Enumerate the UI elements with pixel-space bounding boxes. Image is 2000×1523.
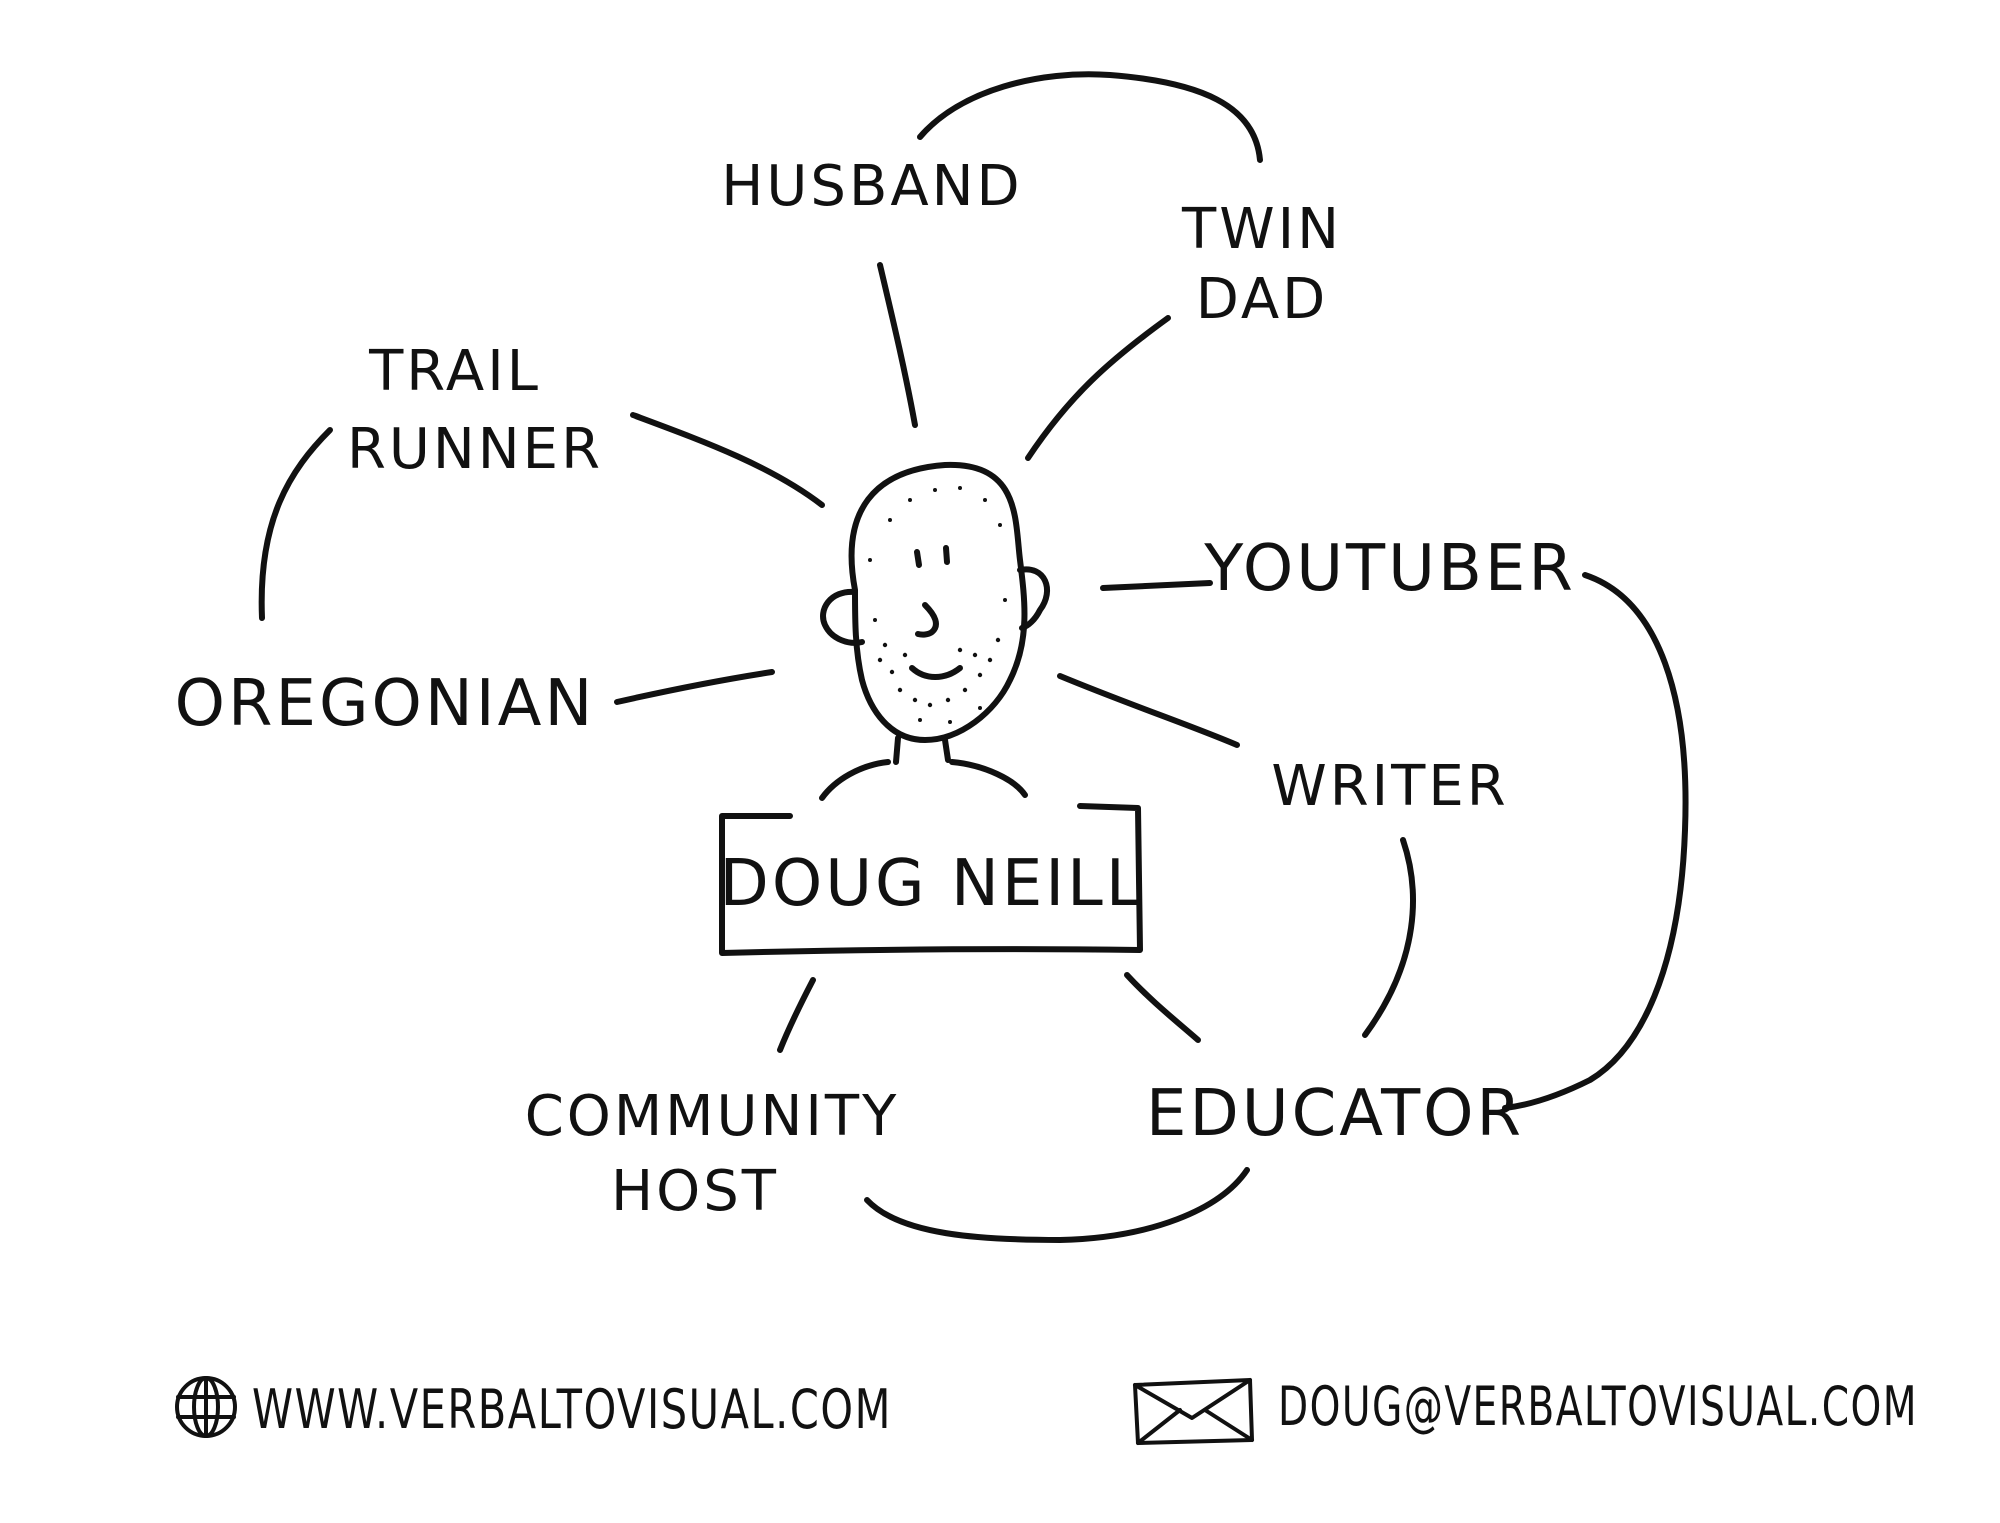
footer: WWW.VERBALTOVISUAL.COM DOUG@VERBALTOVISU… <box>175 1375 1918 1445</box>
arc-trail-runner-oregonian <box>258 427 333 621</box>
arc-youtuber-educator <box>1502 572 1689 1111</box>
email-link[interactable]: DOUG@VERBALTOVISUAL.COM <box>1278 1375 1918 1438</box>
right-eye <box>943 545 950 565</box>
label-twin-dad-line2: DAD <box>1196 267 1329 332</box>
label-educator: EDUCATOR <box>1146 1077 1524 1151</box>
arc-writer-educator <box>1362 837 1416 1038</box>
label-oregonian: OREGONIAN <box>175 667 596 741</box>
center-name: DOUG NEILL <box>720 847 1145 921</box>
neck-right <box>942 737 951 763</box>
label-writer: WRITER <box>1271 754 1508 819</box>
arc-community-host-educator <box>864 1167 1250 1243</box>
relationship-arcs <box>258 71 1689 1243</box>
website-link[interactable]: WWW.VERBALTOVISUAL.COM <box>252 1378 892 1441</box>
right-ear <box>1017 566 1051 631</box>
nose <box>915 602 939 638</box>
connector-community-host <box>777 977 816 1053</box>
connector-trail-runner <box>630 412 825 508</box>
connector-twin-dad <box>1025 315 1171 461</box>
connector-youtuber <box>1100 580 1213 591</box>
person-doodle <box>819 461 1051 801</box>
label-twin-dad-line1: TWIN <box>1181 197 1342 262</box>
label-husband: HUSBAND <box>721 154 1022 219</box>
connector-husband <box>877 262 918 428</box>
envelope-icon <box>1133 1378 1254 1445</box>
smile <box>909 665 963 680</box>
shoulders <box>819 759 1028 801</box>
stubble <box>868 486 1007 724</box>
label-trail-runner-line2: RUNNER <box>347 417 603 482</box>
connector-oregonian <box>614 669 775 705</box>
left-ear <box>820 588 865 646</box>
globe-icon <box>175 1376 237 1438</box>
connector-lines <box>614 262 1240 1053</box>
connector-educator <box>1124 972 1201 1043</box>
connector-writer <box>1057 673 1240 748</box>
name-box: DOUG NEILL <box>719 803 1145 956</box>
label-community-host-line1: COMMUNITY <box>525 1084 900 1149</box>
left-eye <box>914 549 922 568</box>
label-trail-runner-line1: TRAIL <box>368 339 541 404</box>
name-box-border <box>719 803 1143 956</box>
label-community-host-line2: HOST <box>611 1159 779 1224</box>
head-outline <box>848 461 1028 743</box>
role-labels: HUSBAND TWIN DAD TRAIL RUNNER YOUTUBER O… <box>175 154 1576 1224</box>
neck-left <box>893 735 901 765</box>
arc-husband-twin-dad <box>917 71 1263 163</box>
label-youtuber: YOUTUBER <box>1203 532 1576 606</box>
